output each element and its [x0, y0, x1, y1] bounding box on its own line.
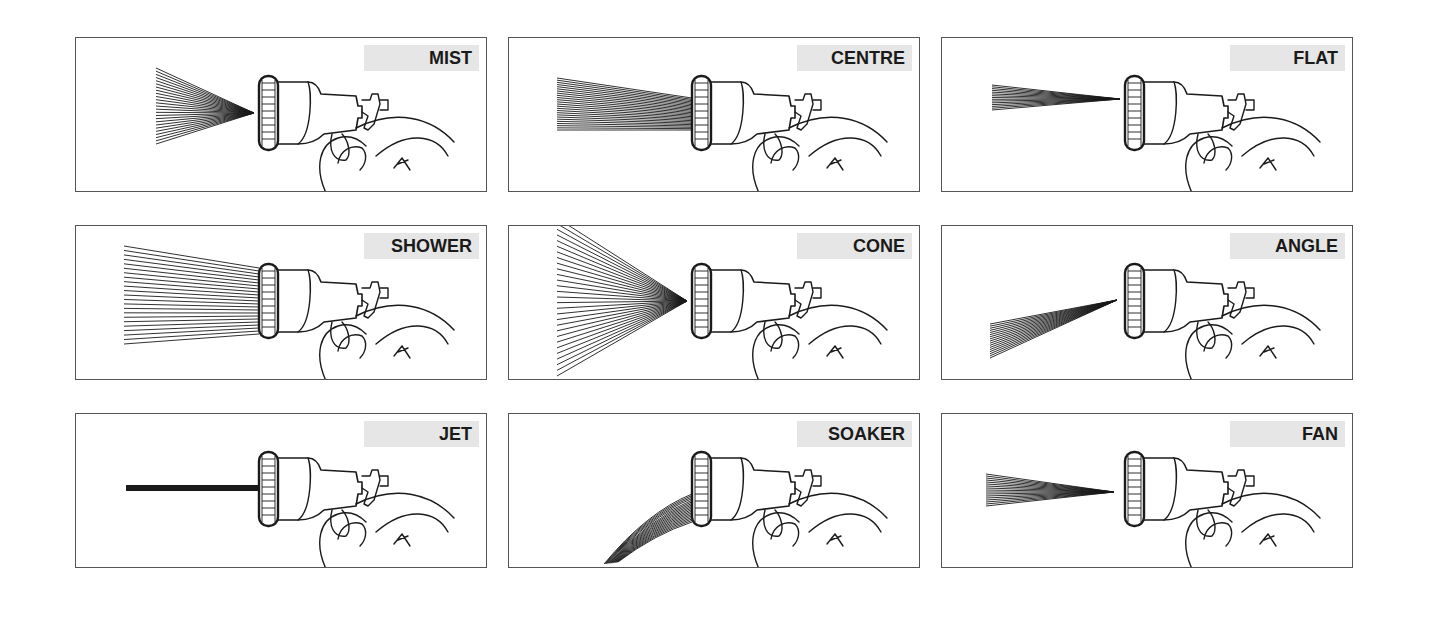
pattern-panel: CENTRE: [508, 37, 920, 192]
pattern-label: SOAKER: [797, 421, 912, 447]
pattern-panel: ANGLE: [941, 225, 1353, 380]
pattern-label: CONE: [797, 233, 912, 259]
pattern-label: MIST: [364, 45, 479, 71]
pattern-label: JET: [364, 421, 479, 447]
pattern-panel: JET: [75, 413, 487, 568]
pattern-label: SHOWER: [364, 233, 479, 259]
pattern-panel: CONE: [508, 225, 920, 380]
pattern-label: CENTRE: [797, 45, 912, 71]
pattern-panel: SHOWER: [75, 225, 487, 380]
pattern-panel: SOAKER: [508, 413, 920, 568]
pattern-panel: FLAT: [941, 37, 1353, 192]
pattern-label: FAN: [1230, 421, 1345, 447]
pattern-panel: FAN: [941, 413, 1353, 568]
pattern-label: ANGLE: [1230, 233, 1345, 259]
pattern-label: FLAT: [1230, 45, 1345, 71]
pattern-panel: MIST: [75, 37, 487, 192]
